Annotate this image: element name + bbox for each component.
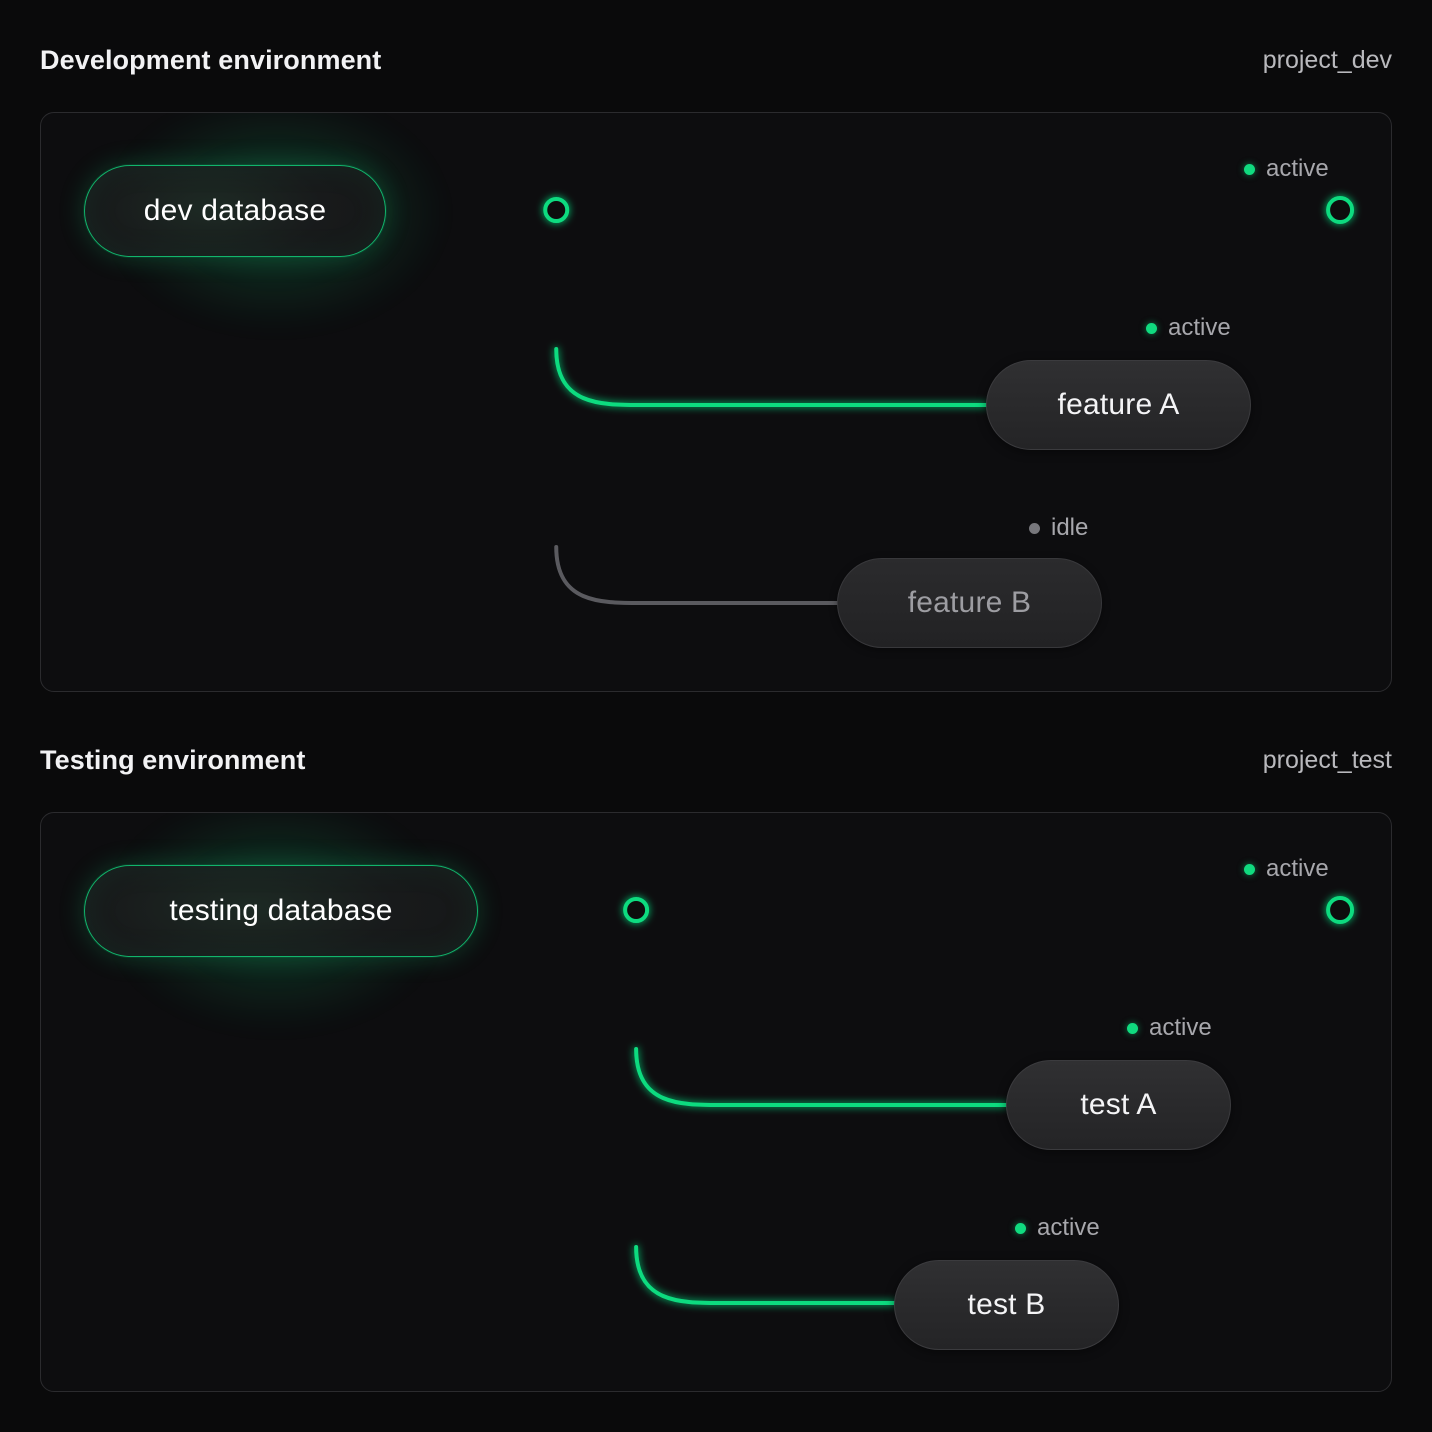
node-test-a-label: test A: [1080, 1088, 1157, 1121]
status-feature-b: idle: [1029, 514, 1088, 542]
status-dot-icon: [1244, 163, 1255, 175]
test-section-header: Testing environment project_test: [40, 738, 1392, 782]
wire-branch-feature-a: [554, 347, 988, 407]
node-dev-database[interactable]: dev database: [84, 165, 386, 257]
dev-project-name: project_dev: [1262, 45, 1392, 74]
status-dot-icon: [1015, 1222, 1026, 1234]
dev-section-header: Development environment project_dev: [40, 38, 1392, 82]
status-dot-icon: [1127, 1022, 1138, 1034]
status-dot-icon: [1029, 522, 1040, 534]
node-dev-database-label: dev database: [143, 194, 327, 227]
wire-branch-feature-b: [554, 545, 839, 605]
node-test-b-label: test B: [967, 1288, 1046, 1321]
status-dev-endpoint-label: active: [1266, 155, 1329, 182]
status-test-a: active: [1127, 1014, 1212, 1042]
test-project-name: project_test: [1262, 745, 1392, 774]
node-testing-database[interactable]: testing database: [84, 865, 478, 957]
status-feature-a: active: [1146, 314, 1231, 342]
status-test-endpoint: active: [1244, 855, 1329, 883]
test-section-title: Testing environment: [40, 744, 306, 775]
node-feature-a-label: feature A: [1057, 388, 1180, 421]
dev-section-title: Development environment: [40, 44, 382, 75]
node-test-b[interactable]: test B: [894, 1260, 1119, 1350]
status-feature-b-label: idle: [1051, 514, 1089, 541]
node-feature-b[interactable]: feature B: [837, 558, 1102, 648]
junction-node-test[interactable]: [623, 897, 650, 923]
status-test-b: active: [1015, 1214, 1100, 1242]
status-dot-icon: [1244, 863, 1255, 875]
wire-branch-test-b: [634, 1245, 897, 1305]
status-dot-icon: [1146, 322, 1157, 334]
dev-environment-panel: dev database active feature A active fea…: [40, 112, 1392, 692]
junction-node-dev[interactable]: [543, 197, 570, 223]
status-test-a-label: active: [1149, 1014, 1212, 1041]
node-testing-database-label: testing database: [169, 894, 393, 927]
node-feature-b-label: feature B: [907, 586, 1032, 619]
status-dev-endpoint: active: [1244, 155, 1329, 183]
endpoint-node-test[interactable]: [1326, 896, 1355, 924]
node-test-a[interactable]: test A: [1006, 1060, 1231, 1150]
status-feature-a-label: active: [1168, 314, 1231, 341]
status-test-endpoint-label: active: [1266, 855, 1329, 882]
endpoint-node-dev[interactable]: [1326, 196, 1355, 224]
test-environment-panel: testing database active test A active te…: [40, 812, 1392, 1392]
status-test-b-label: active: [1037, 1214, 1100, 1241]
wire-branch-test-a: [634, 1047, 1008, 1107]
node-feature-a[interactable]: feature A: [986, 360, 1251, 450]
